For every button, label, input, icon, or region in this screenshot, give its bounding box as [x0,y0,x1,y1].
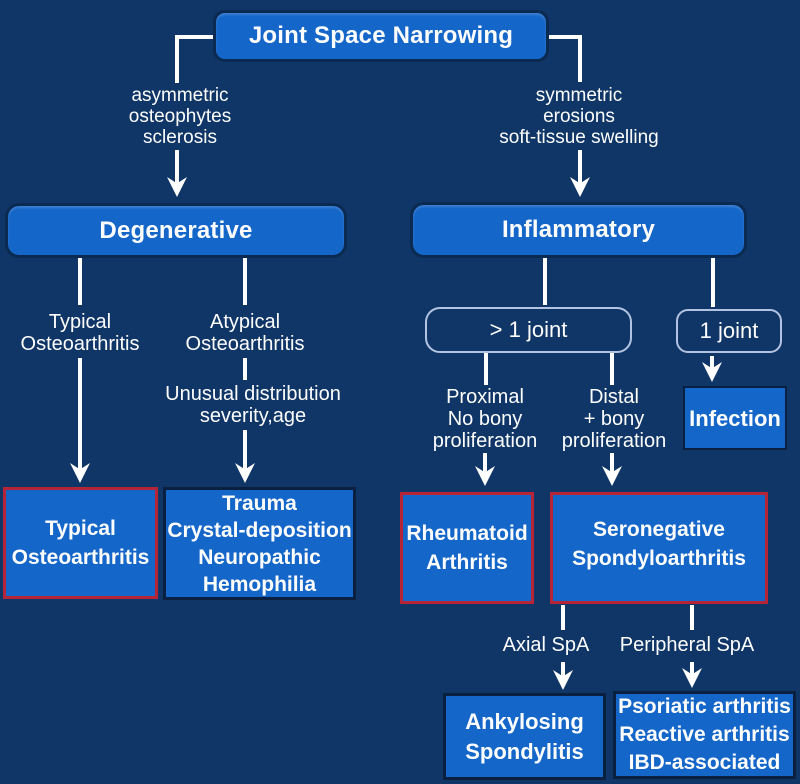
label-typical-oa-branch: Typical Osteoarthritis [20,311,140,355]
node-degenerative: Degenerative [5,203,347,258]
node-rheumatoid-arthritis: Rheumatoid Arthritis [400,492,534,604]
node-joint-space-narrowing: Joint Space Narrowing [213,10,549,62]
label-unusual-criteria: Unusual distribution severity,age [165,383,341,427]
node-inflammatory: Inflammatory [410,202,747,258]
connector-root-right [548,35,582,82]
node-seronegative-spondyloarthritis: Seronegative Spondyloarthritis [550,492,768,604]
label-peripheral-spa: Peripheral SpA [619,634,755,656]
node-one-joint: 1 joint [676,309,782,353]
node-ankylosing-spondylitis: Ankylosing Spondylitis [443,693,606,780]
node-psoriatic-reactive-ibd: Psoriatic arthritis Reactive arthritis I… [613,691,796,779]
label-axial-spa: Axial SpA [502,634,590,656]
node-more-than-one-joint: > 1 joint [425,307,632,353]
label-asymmetric-criteria: asymmetric osteophytes sclerosis [128,85,232,148]
node-infection: Infection [683,386,787,450]
label-atypical-oa-branch: Atypical Osteoarthritis [185,311,305,355]
node-trauma-crystal-neuropathic-hemophilia: Trauma Crystal-deposition Neuropathic He… [163,487,356,600]
label-proximal-criteria: Proximal No bony proliferation [432,386,538,452]
label-distal-criteria: Distal + bony proliferation [561,386,667,452]
node-typical-osteoarthritis: Typical Osteoarthritis [3,487,158,599]
connector-root-left [175,35,215,83]
label-symmetric-criteria: symmetric erosions soft-tissue swelling [499,85,659,148]
